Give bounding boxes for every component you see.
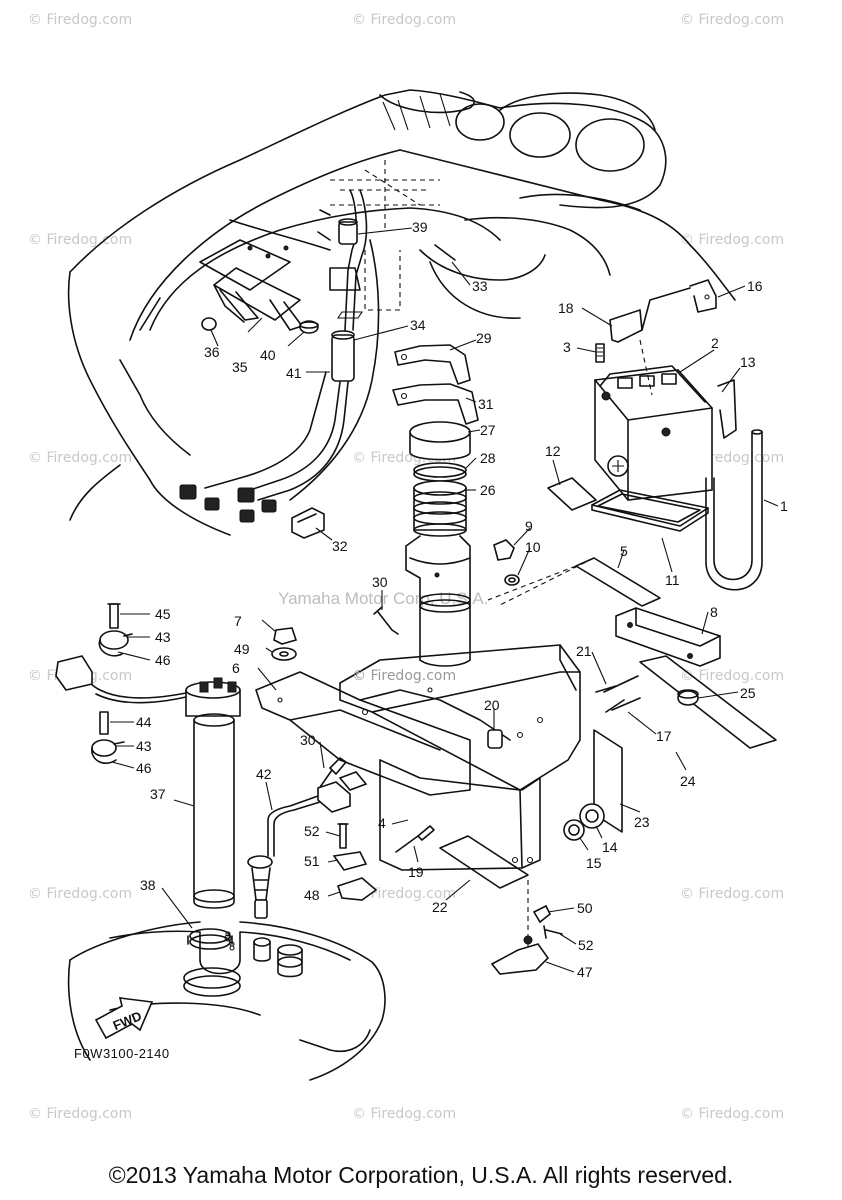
battery-assembly bbox=[547, 279, 763, 591]
part-label-21: 21 bbox=[576, 643, 592, 659]
part-label-37: 37 bbox=[150, 786, 166, 802]
part-label-2: 2 bbox=[711, 335, 719, 351]
part-label-47: 47 bbox=[577, 964, 593, 980]
tank-bracket-4 bbox=[255, 627, 623, 889]
hull-outline bbox=[67, 89, 736, 536]
watermark: © Firedog.com bbox=[680, 886, 784, 902]
part-label-30-upper: 30 bbox=[372, 574, 388, 590]
part-label-13: 13 bbox=[740, 354, 756, 370]
part-label-19: 19 bbox=[408, 864, 424, 880]
part-label-25: 25 bbox=[740, 685, 756, 701]
part-label-48: 48 bbox=[304, 887, 320, 903]
part-label-16: 16 bbox=[747, 278, 763, 294]
vent-hose-assembly bbox=[179, 189, 380, 523]
part-label-33: 33 bbox=[472, 278, 488, 294]
part-label-11: 11 bbox=[665, 572, 680, 588]
bracket-35 bbox=[201, 267, 319, 334]
part-label-46-lower: 46 bbox=[136, 760, 152, 776]
fastener-set-upper bbox=[98, 603, 133, 657]
part-label-49: 49 bbox=[234, 641, 250, 657]
part-label-43-upper: 43 bbox=[155, 629, 171, 645]
part-label-9: 9 bbox=[525, 518, 533, 534]
watermark: © Firedog.com bbox=[28, 12, 132, 28]
fuel-sender-37 bbox=[55, 655, 241, 950]
part-label-36: 36 bbox=[204, 344, 220, 360]
part-label-24: 24 bbox=[680, 773, 696, 789]
part-label-52-right: 52 bbox=[578, 937, 594, 953]
part-label-30-lower: 30 bbox=[300, 732, 316, 748]
part-label-26: 26 bbox=[480, 482, 496, 498]
part-label-12: 12 bbox=[545, 443, 561, 459]
fuel-tank-lower: FWD bbox=[67, 921, 386, 1081]
clamp-32 bbox=[291, 507, 325, 539]
watermark: © Firedog.com bbox=[352, 1106, 456, 1122]
part-label-28: 28 bbox=[480, 450, 496, 466]
part-label-52-left: 52 bbox=[304, 823, 320, 839]
part-label-22: 22 bbox=[432, 899, 448, 915]
ground-fittings bbox=[490, 880, 563, 975]
fitting-9-10 bbox=[493, 539, 520, 586]
part-label-46-upper: 46 bbox=[155, 652, 171, 668]
watermark: © Firedog.com bbox=[680, 1106, 784, 1122]
part-label-4: 4 bbox=[378, 815, 386, 831]
part-label-34: 34 bbox=[410, 317, 426, 333]
part-label-14: 14 bbox=[602, 839, 618, 855]
watermark: © Firedog.com bbox=[28, 886, 132, 902]
part-label-42: 42 bbox=[256, 766, 272, 782]
part-label-51: 51 bbox=[304, 853, 320, 869]
part-labels: 16 18 3 2 13 12 1 11 9 10 5 8 25 21 17 2… bbox=[136, 219, 788, 980]
part-label-43-lower: 43 bbox=[136, 738, 152, 754]
part-label-3: 3 bbox=[563, 339, 571, 355]
part-label-32: 32 bbox=[332, 538, 348, 554]
part-label-45: 45 bbox=[155, 606, 171, 622]
part-label-10: 10 bbox=[525, 539, 541, 555]
part-label-35: 35 bbox=[232, 359, 248, 375]
part-label-41: 41 bbox=[286, 365, 302, 381]
part-label-23: 23 bbox=[634, 814, 650, 830]
part-label-38: 38 bbox=[140, 877, 156, 893]
filler-neck-assembly bbox=[405, 421, 471, 667]
strap-brackets bbox=[392, 344, 479, 425]
part-label-31: 31 bbox=[478, 396, 494, 412]
watermark: © Firedog.com bbox=[680, 12, 784, 28]
part-label-17: 17 bbox=[656, 728, 672, 744]
sensor-42 bbox=[247, 771, 378, 919]
part-label-8: 8 bbox=[710, 604, 718, 620]
part-label-5: 5 bbox=[620, 543, 628, 559]
part-label-39: 39 bbox=[412, 219, 428, 235]
watermark: © Firedog.com bbox=[28, 1106, 132, 1122]
part-label-1: 1 bbox=[780, 498, 788, 514]
rear-brackets bbox=[487, 557, 777, 749]
part-label-20: 20 bbox=[484, 697, 500, 713]
part-label-40: 40 bbox=[260, 347, 276, 363]
part-label-6: 6 bbox=[232, 660, 240, 676]
watermark: © Firedog.com bbox=[680, 668, 784, 684]
part-label-27: 27 bbox=[480, 422, 496, 438]
part-label-50: 50 bbox=[577, 900, 593, 916]
part-label-7: 7 bbox=[234, 613, 242, 629]
part-label-18: 18 bbox=[558, 300, 574, 316]
part-label-15: 15 bbox=[586, 855, 602, 871]
watermark-center: © Firedog.com bbox=[352, 668, 456, 684]
watermark: © Firedog.com bbox=[352, 886, 456, 902]
part-label-44: 44 bbox=[136, 714, 152, 730]
part-label-29: 29 bbox=[476, 330, 492, 346]
fastener-set-lower bbox=[91, 711, 125, 764]
drawing-reference: F0W3100-2140 bbox=[74, 1046, 170, 1061]
watermark: © Firedog.com bbox=[28, 232, 132, 248]
watermark: © Firedog.com bbox=[680, 232, 784, 248]
watermark: © Firedog.com bbox=[28, 450, 132, 466]
leader-lines bbox=[110, 227, 779, 973]
watermark: © Firedog.com bbox=[352, 12, 456, 28]
copyright-notice: ©2013 Yamaha Motor Corporation, U.S.A. A… bbox=[108, 1162, 734, 1188]
